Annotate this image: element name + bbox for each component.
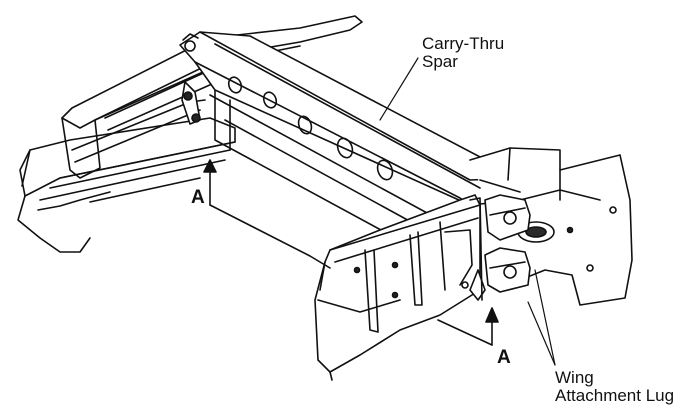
right-rib-panel	[315, 195, 480, 380]
leader-lines	[380, 58, 555, 365]
wing-attachment-lugs	[470, 195, 530, 300]
carry-thru-spar-label-line1: Carry-Thru	[422, 34, 505, 53]
carry-thru-spar-label-line2: Spar	[422, 52, 458, 71]
carry-thru-spar-body	[180, 32, 520, 262]
section-a-label-left: A	[191, 187, 205, 208]
section-a-label-right: A	[497, 347, 511, 368]
section-a-indicator	[204, 160, 498, 345]
wing-attachment-lug-label-line2: Attachment Lug	[555, 386, 675, 405]
wing-attachment-lug-label-line1: Wing	[555, 368, 594, 387]
left-lower-panel	[18, 118, 235, 252]
